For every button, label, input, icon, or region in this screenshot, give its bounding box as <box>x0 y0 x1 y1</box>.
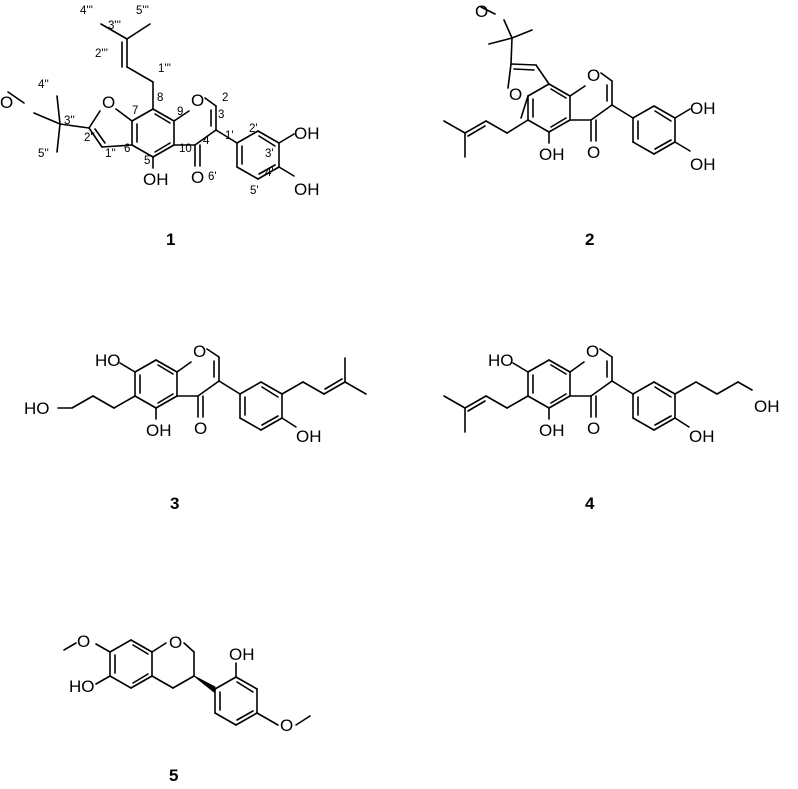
compound-2-bonds <box>443 6 691 158</box>
compound-2-hydroxyl-3prime: OH <box>690 99 716 118</box>
locant-5dprime: 5'' <box>38 148 49 160</box>
compound-3-bonds <box>57 348 367 431</box>
locant-8: 8 <box>157 92 163 104</box>
locant-1dprime: 1'' <box>105 148 116 160</box>
locant-6prime: 6' <box>208 171 217 183</box>
compound-2-label: 2 <box>585 230 594 249</box>
compound-1-bonds <box>7 23 295 180</box>
compound-5-bonds <box>63 639 311 726</box>
locant-1tprime: 1''' <box>158 63 171 75</box>
compound-5-label: 5 <box>169 766 178 785</box>
compound-4-carbonyl-oxygen: O <box>587 419 600 438</box>
compound-3-structure: HO O HO OH O OH 3 <box>24 342 367 513</box>
compound-3-label: 3 <box>170 494 179 513</box>
compound-4-hydroxyl-7: HO <box>488 351 514 370</box>
compound-3-hydroxyl-5: OH <box>146 421 172 440</box>
locant-5tprime: 5''' <box>136 5 149 17</box>
compound-1-atom-labels: O O O OH O OH OH <box>0 91 320 199</box>
locant-3dprime: 3'' <box>64 115 75 127</box>
compound-3-atom-labels: HO O HO OH O OH <box>24 342 322 446</box>
locant-4dprime: 4'' <box>38 79 49 91</box>
compound-3-carbonyl-oxygen: O <box>194 419 207 438</box>
compound-2-atom-labels: O O O OH O OH OH <box>475 2 716 174</box>
locant-3prime: 3' <box>265 148 274 160</box>
compound-5-hydroxyl-6: HO <box>69 677 95 696</box>
locant-5prime: 5' <box>250 185 259 197</box>
compound-5-atom-labels: O O HO OH O <box>69 632 293 735</box>
locant-9: 9 <box>177 106 183 118</box>
compound-5-methoxy-oxygen-4prime: O <box>280 716 293 735</box>
compound-4-hydroxyl-ethyl: OH <box>754 397 780 416</box>
locant-7: 7 <box>132 105 138 117</box>
compound-2-hydroxyl-5: OH <box>539 145 565 164</box>
locant-4: 4 <box>203 135 210 147</box>
locant-5: 5 <box>144 155 150 167</box>
compound-2-hydroxyl-4prime: OH <box>690 155 716 174</box>
compound-1-structure: O O O OH O OH OH 4'' 3'' 5'' 2'' 1'' 7 8… <box>0 5 320 249</box>
compound-5-methoxy-oxygen-7: O <box>77 632 90 651</box>
locant-2tprime: 2''' <box>95 48 108 60</box>
compound-1-ring-oxygen: O <box>191 91 204 110</box>
compound-5-hydroxyl-2prime: OH <box>229 645 255 664</box>
locant-4tprime: 4''' <box>80 5 93 17</box>
compound-4-ring-oxygen: O <box>586 342 599 361</box>
locant-10: 10 <box>179 143 192 155</box>
compound-4-atom-labels: HO O OH O OH OH <box>488 342 780 446</box>
compound-4-hydroxyl-5: OH <box>539 421 565 440</box>
locant-3: 3 <box>218 109 224 121</box>
compound-4-hydroxyl-4prime: OH <box>689 427 715 446</box>
locant-1prime: 1' <box>225 130 234 142</box>
compound-1-furan-oxygen: O <box>102 93 115 112</box>
compound-2-structure: O O O OH O OH OH 2 <box>443 2 716 249</box>
locant-2prime: 2' <box>249 123 258 135</box>
compound-1-position-numbers: 4'' 3'' 5'' 2'' 1'' 7 8 9 6 5 10 4 3 2 1… <box>38 5 274 197</box>
compound-3-ring-oxygen: O <box>193 342 206 361</box>
locant-4prime: 4' <box>265 167 274 179</box>
compound-1-carbonyl-oxygen: O <box>191 168 204 187</box>
locant-2dprime: 2'' <box>84 132 95 144</box>
locant-2: 2 <box>222 92 228 104</box>
compound-5-ring-oxygen: O <box>169 633 182 652</box>
compound-2-furan-oxygen: O <box>509 85 522 104</box>
compound-3-hydroxyl-4prime: OH <box>296 427 322 446</box>
compound-1-label: 1 <box>166 230 175 249</box>
compound-1-hydroxyl-5: OH <box>143 170 169 189</box>
compound-4-bonds <box>443 348 753 433</box>
compound-3-hydroxyl-ethyl: HO <box>24 399 50 418</box>
compound-5-structure: O O HO OH O 5 <box>63 632 311 785</box>
compound-2-methoxy-oxygen: O <box>475 2 488 21</box>
compound-2-carbonyl-oxygen: O <box>587 143 600 162</box>
locant-3tprime: 3''' <box>108 20 121 32</box>
compound-3-hydroxyl-7: HO <box>95 351 121 370</box>
compound-1-hydroxyl-4prime: OH <box>294 180 320 199</box>
compound-2-ring-oxygen: O <box>587 66 600 85</box>
compound-4-label: 4 <box>585 494 595 513</box>
locant-6: 6 <box>124 143 130 155</box>
compound-1-hydroxyl-3prime: OH <box>294 124 320 143</box>
compound-1-methoxy-oxygen: O <box>0 93 13 112</box>
compound-4-structure: HO O OH O OH OH 4 <box>443 342 780 513</box>
